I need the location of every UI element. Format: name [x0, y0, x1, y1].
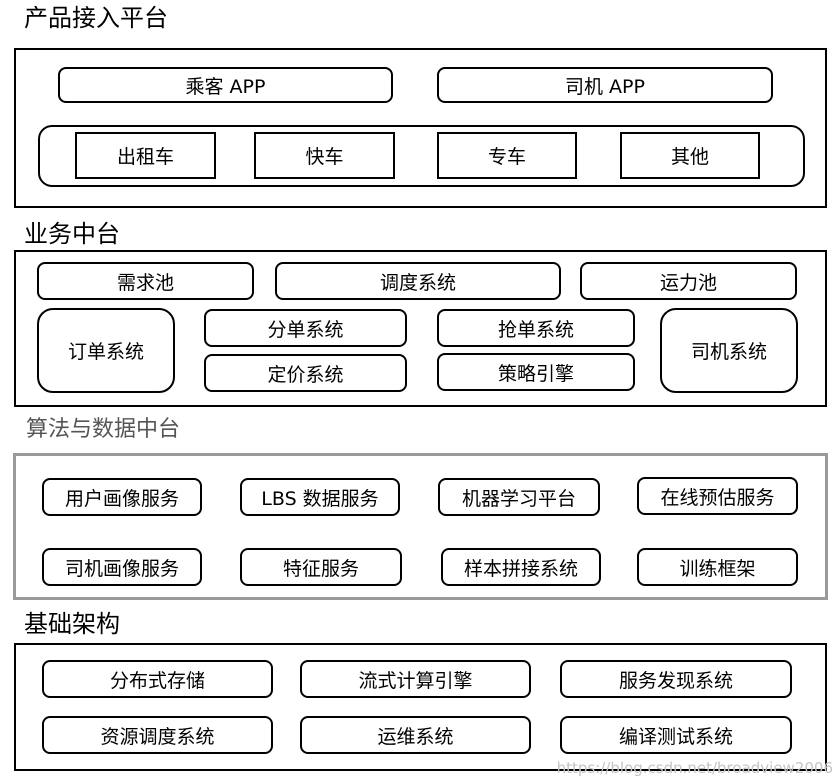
driver-system-box: 司机系统: [660, 308, 798, 393]
dispatch-system-box: 调度系统: [275, 262, 561, 300]
service-discovery-box: 服务发现系统: [560, 660, 792, 698]
feature-service-box: 特征服务: [240, 548, 402, 586]
ops-system-box: 运维系统: [300, 716, 531, 754]
premier-box: 专车: [437, 132, 577, 179]
order-split-box: 分单系统: [204, 309, 407, 347]
section-title-product-access: 产品接入平台: [24, 4, 168, 32]
online-predict-service-box: 在线预估服务: [637, 477, 798, 515]
resource-scheduling-box: 资源调度系统: [42, 716, 273, 754]
training-framework-box: 训练框架: [637, 548, 798, 586]
ml-platform-box: 机器学习平台: [438, 478, 600, 516]
other-box: 其他: [620, 132, 760, 179]
order-system-box: 订单系统: [37, 308, 175, 393]
grab-order-box: 抢单系统: [437, 309, 635, 347]
stream-compute-engine-box: 流式计算引擎: [300, 660, 531, 698]
distributed-storage-box: 分布式存储: [42, 660, 273, 698]
build-test-system-box: 编译测试系统: [560, 716, 792, 754]
strategy-engine-box: 策略引擎: [437, 353, 635, 391]
lbs-data-service-box: LBS 数据服务: [240, 478, 400, 516]
sample-join-system-box: 样本拼接系统: [441, 548, 601, 586]
express-box: 快车: [254, 132, 395, 179]
section-title-algorithm-data: 算法与数据中台: [26, 417, 181, 442]
capacity-pool-box: 运力池: [580, 262, 797, 300]
pricing-system-box: 定价系统: [204, 354, 407, 392]
section-title-infrastructure: 基础架构: [24, 610, 120, 638]
driver-app-box: 司机 APP: [437, 67, 773, 103]
driver-profile-service-box: 司机画像服务: [42, 548, 202, 586]
section-title-business-middle: 业务中台: [24, 220, 120, 248]
user-profile-service-box: 用户画像服务: [42, 478, 202, 516]
demand-pool-box: 需求池: [37, 262, 254, 300]
passenger-app-box: 乘客 APP: [58, 67, 393, 103]
taxi-box: 出租车: [75, 132, 216, 179]
watermark: https://blog.csdn.net/broadview2006: [556, 759, 833, 777]
